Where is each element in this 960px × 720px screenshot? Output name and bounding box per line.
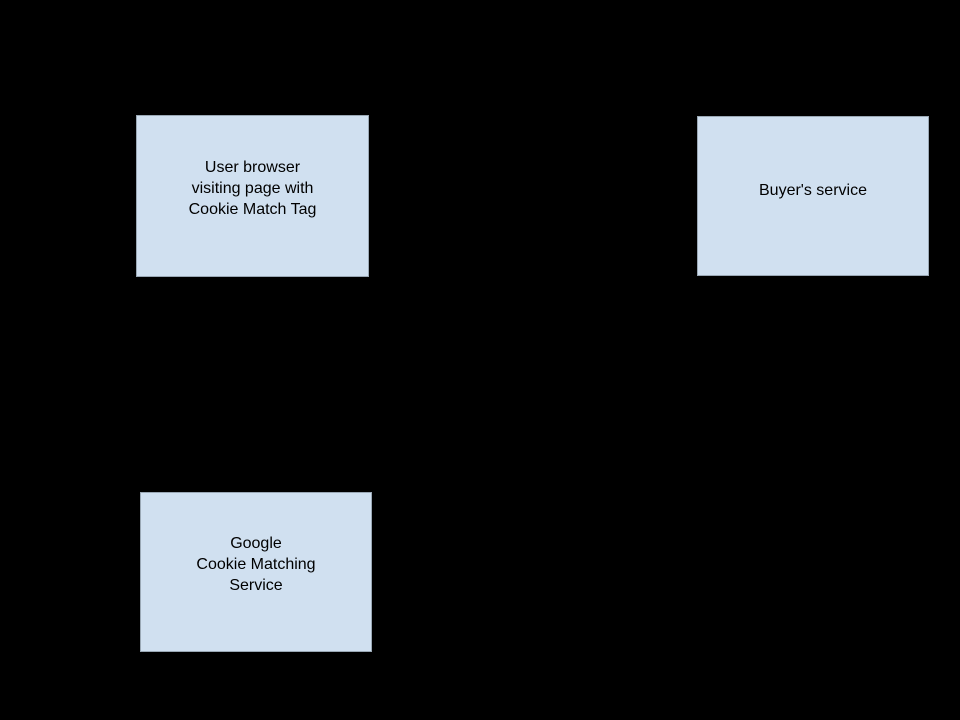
node-buyers-service-label: Buyer's service [759, 182, 867, 199]
node-google-cookie-matching-service[interactable]: Google Cookie Matching Service [140, 492, 372, 652]
node-user-browser-label: User browser visiting page with Cookie M… [188, 159, 317, 218]
node-buyers-service[interactable]: Buyer's service [697, 116, 929, 276]
node-google-cookie-matching-service-label: Google Cookie Matching Service [196, 535, 316, 594]
node-user-browser[interactable]: User browser visiting page with Cookie M… [136, 115, 369, 277]
